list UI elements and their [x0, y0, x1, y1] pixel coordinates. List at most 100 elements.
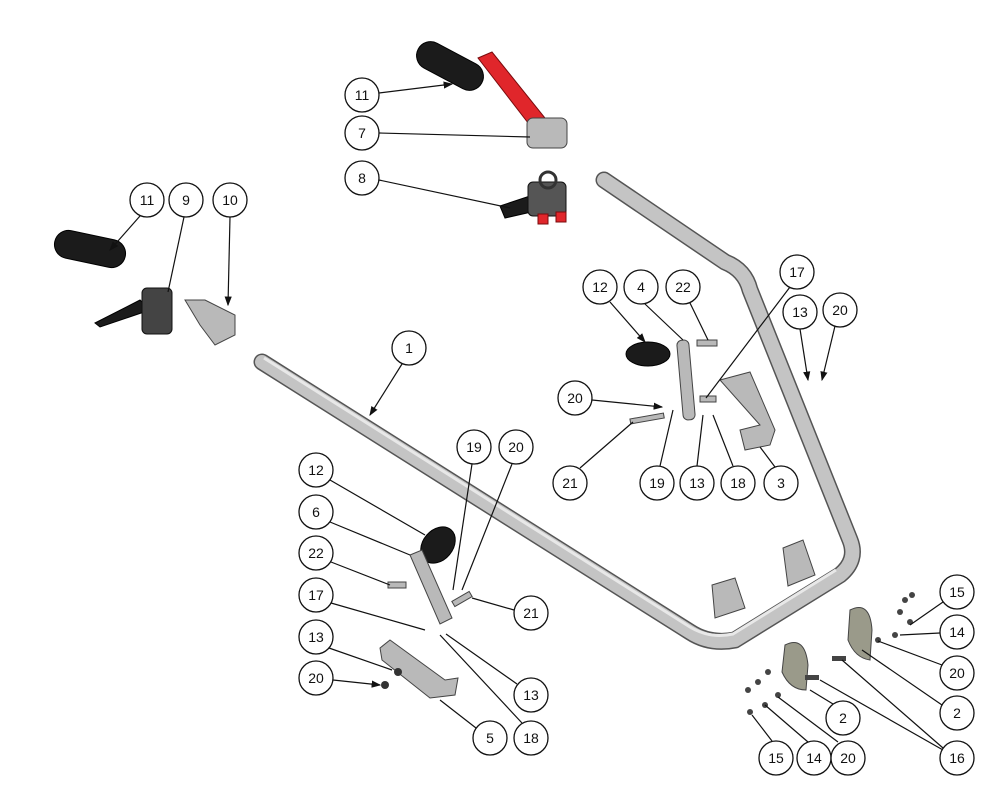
svg-text:6: 6: [312, 504, 320, 520]
throttle-lever: [94, 287, 173, 335]
svg-text:2: 2: [953, 705, 961, 721]
callout-18: 18: [513, 720, 549, 756]
svg-text:13: 13: [308, 629, 324, 645]
callout-13: 13: [298, 619, 334, 655]
svg-text:20: 20: [567, 390, 583, 406]
callout-12: 12: [298, 452, 334, 488]
svg-text:2: 2: [839, 710, 847, 726]
callout-19: 19: [456, 429, 492, 465]
svg-text:22: 22: [675, 279, 691, 295]
bracket: [379, 639, 459, 699]
svg-text:12: 12: [308, 462, 324, 478]
brake-lever-red: [477, 51, 568, 149]
svg-text:14: 14: [949, 624, 965, 640]
callout-17: 17: [298, 577, 334, 613]
callouts: 11 7 8 11 9 10 12 4 22 17 13 20 1 20 21 …: [129, 77, 975, 776]
svg-text:21: 21: [562, 475, 578, 491]
callout-11: 11: [344, 77, 380, 113]
callout-6: 6: [298, 494, 334, 530]
callout-18: 18: [720, 465, 756, 501]
callout-4: 4: [623, 269, 659, 305]
svg-text:11: 11: [355, 87, 370, 103]
svg-text:15: 15: [768, 750, 784, 766]
callout-13: 13: [782, 294, 818, 330]
svg-text:13: 13: [689, 475, 705, 491]
callout-20: 20: [498, 429, 534, 465]
mount-plate: [782, 539, 816, 587]
pin: [451, 590, 473, 608]
svg-text:22: 22: [308, 545, 324, 561]
svg-text:1: 1: [405, 340, 413, 356]
svg-text:16: 16: [949, 750, 965, 766]
mount-plate: [711, 577, 746, 619]
quadrant-plate: [847, 607, 873, 661]
svg-text:19: 19: [649, 475, 665, 491]
callout-20: 20: [298, 660, 334, 696]
callout-7: 7: [344, 115, 380, 151]
svg-text:12: 12: [592, 279, 608, 295]
hardware: [745, 592, 915, 715]
svg-text:21: 21: [523, 605, 539, 621]
callout-22: 22: [665, 269, 701, 305]
callout-21: 21: [552, 465, 588, 501]
svg-text:3: 3: [777, 475, 785, 491]
svg-text:9: 9: [182, 192, 190, 208]
callout-11: 11: [129, 182, 165, 218]
callout-17: 17: [779, 254, 815, 290]
callout-16: 16: [939, 740, 975, 776]
svg-text:10: 10: [222, 192, 238, 208]
nut: [381, 681, 389, 689]
svg-text:4: 4: [637, 279, 645, 295]
svg-text:5: 5: [486, 730, 494, 746]
bracket: [719, 371, 776, 451]
svg-text:18: 18: [523, 730, 539, 746]
svg-text:15: 15: [949, 584, 965, 600]
callout-13: 13: [513, 677, 549, 713]
svg-text:11: 11: [140, 192, 155, 208]
svg-text:8: 8: [358, 170, 366, 186]
callout-13: 13: [679, 465, 715, 501]
handlebar-frame: [253, 171, 861, 650]
callout-5: 5: [472, 720, 508, 756]
svg-text:13: 13: [523, 687, 539, 703]
callout-15: 15: [939, 574, 975, 610]
svg-text:19: 19: [466, 439, 482, 455]
callout-14: 14: [939, 614, 975, 650]
svg-text:20: 20: [832, 302, 848, 318]
callout-1: 1: [391, 330, 427, 366]
grip-left: [53, 229, 127, 269]
pin: [696, 339, 718, 347]
nut: [394, 668, 402, 676]
callout-10: 10: [212, 182, 248, 218]
svg-text:13: 13: [792, 304, 808, 320]
callout-8: 8: [344, 160, 380, 196]
callout-14: 14: [796, 740, 832, 776]
parking-brake-assembly: [499, 170, 567, 225]
callout-2: 2: [939, 695, 975, 731]
svg-text:20: 20: [840, 750, 856, 766]
pin: [629, 412, 665, 425]
grip-top: [416, 41, 484, 91]
callout-2: 2: [825, 700, 861, 736]
svg-text:20: 20: [508, 439, 524, 455]
callout-19: 19: [639, 465, 675, 501]
quadrant-plate: [781, 642, 809, 691]
callout-20: 20: [939, 655, 975, 691]
svg-text:7: 7: [358, 125, 366, 141]
callout-20: 20: [830, 740, 866, 776]
svg-text:20: 20: [308, 670, 324, 686]
callout-21: 21: [513, 595, 549, 631]
pin: [699, 395, 717, 403]
callout-15: 15: [758, 740, 794, 776]
callout-20: 20: [822, 292, 858, 328]
throttle-housing: [184, 299, 236, 346]
pin: [387, 581, 407, 589]
svg-text:18: 18: [730, 475, 746, 491]
svg-text:20: 20: [949, 665, 965, 681]
callout-12: 12: [582, 269, 618, 305]
callout-22: 22: [298, 535, 334, 571]
callout-9: 9: [168, 182, 204, 218]
svg-text:17: 17: [308, 587, 324, 603]
callout-20: 20: [557, 380, 593, 416]
